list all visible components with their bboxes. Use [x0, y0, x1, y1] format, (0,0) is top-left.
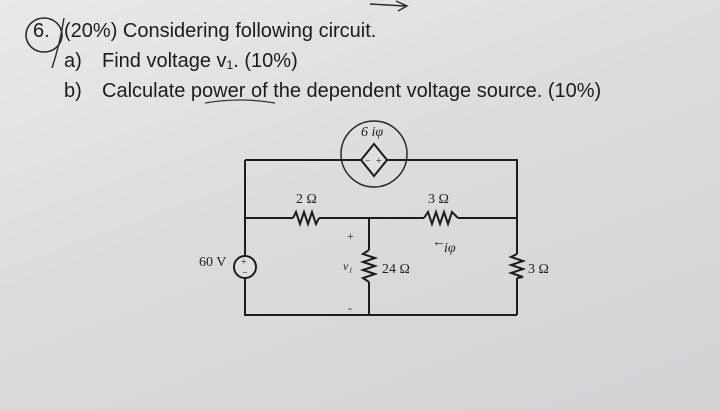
voltage-source-minus: −: [242, 268, 248, 279]
v1-minus: -: [348, 301, 352, 315]
pen-circle-source-annotation: [340, 120, 408, 188]
resistor-3-ohm-top-label: 3 Ω: [428, 192, 449, 207]
resistor-3-ohm-top: [423, 208, 459, 228]
v1-plus: +: [347, 229, 354, 243]
v1-label: v₁: [343, 259, 353, 273]
circuit-wires: [244, 159, 518, 316]
current-arrow: ←: [432, 235, 446, 250]
pen-underline-annotation: [204, 99, 276, 104]
voltage-source-label: 60 V: [199, 255, 226, 270]
pen-arrow-annotation: [369, 0, 409, 12]
question-part-a: a) Find voltage v₁. (10%): [64, 50, 298, 73]
dep-source-minus: −: [365, 156, 371, 167]
dep-source-label: 6 iφ: [361, 125, 383, 140]
part-a-text: Find voltage v₁. (10%): [102, 50, 298, 72]
part-b-label: b): [64, 80, 82, 102]
resistor-3-ohm-right: [507, 253, 527, 279]
dep-source-plus: +: [376, 156, 382, 167]
current-label: iφ: [444, 241, 456, 256]
resistor-2-ohm-label: 2 Ω: [296, 192, 317, 207]
voltage-source-plus: +: [241, 257, 247, 268]
voltage-source-60v: [233, 255, 257, 279]
part-a-label: a): [64, 50, 82, 72]
question-title: (20%) Considering following circuit.: [64, 20, 377, 42]
dependent-voltage-source: − +: [359, 142, 389, 178]
part-b-text: Calculate power of the dependent voltage…: [102, 80, 602, 102]
pen-circle-annotation: [25, 17, 63, 53]
resistor-24-ohm-label: 24 Ω: [382, 262, 410, 277]
question-part-b: b) Calculate power of the dependent volta…: [64, 80, 601, 103]
resistor-3-ohm-right-label: 3 Ω: [528, 262, 549, 277]
question-number: 6.: [33, 20, 50, 42]
resistor-2-ohm: [292, 208, 320, 228]
pen-slash-annotation: [51, 17, 65, 69]
resistor-24-ohm: [359, 249, 379, 283]
